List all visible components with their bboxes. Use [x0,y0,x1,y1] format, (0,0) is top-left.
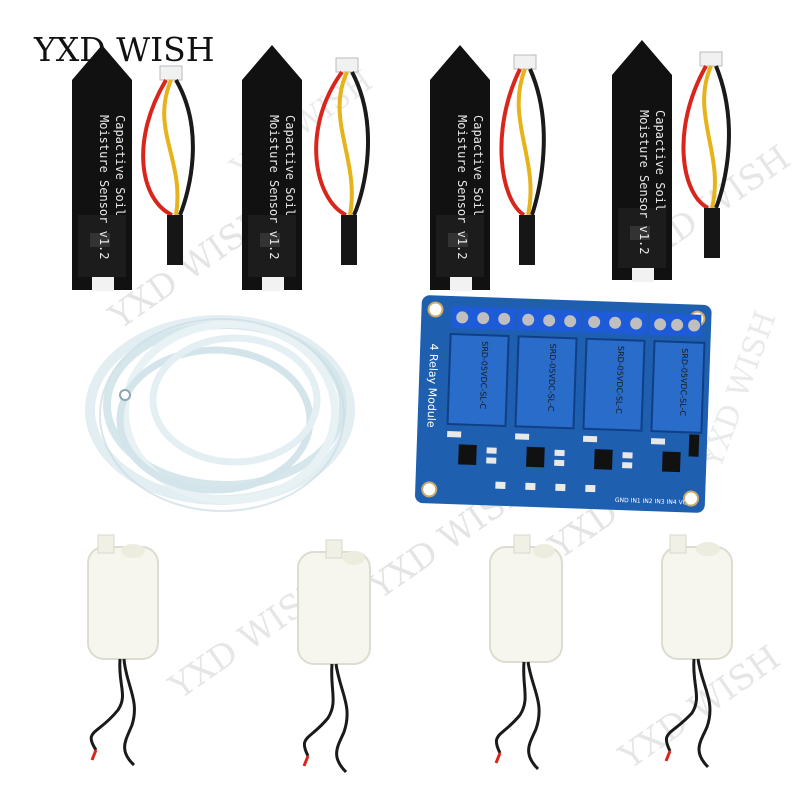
sensor-connector [632,268,654,282]
relay-model-text: SRD-05VDC-SL-C [546,343,557,412]
pump-outlet [97,534,115,554]
soil-sensor-group: Capactive Soil Moisture Sensor v1.2 Capa… [72,40,672,291]
sensor-connector [92,277,114,291]
cable-connector-bottom [704,208,720,258]
relay-module: SRD-05VDC-SL-C SRD-05VDC-SL-C SRD-05VDC-… [415,295,712,513]
sensor-chip [260,233,280,247]
terminal-blocks [450,306,702,337]
sensor-label: Capactive Soil Moisture Sensor v1.2 [267,115,297,260]
sensor-label-line2: Moisture Sensor v1.2 [267,115,281,260]
sensor-cable [499,54,546,265]
water-pump [87,534,159,767]
cable-connector-bottom [519,215,535,265]
pump-body [489,546,563,663]
sensor-cable [141,65,195,265]
soil-sensor: Capactive Soil Moisture Sensor v1.2 [612,40,672,282]
sensor-chip [90,233,110,247]
pump-body [87,546,159,660]
soil-sensor: Capactive Soil Moisture Sensor v1.2 [72,45,132,291]
sensor-chip [448,233,468,247]
cable-connector-bottom [341,215,357,265]
silicone-tube-coil [85,315,355,512]
soil-sensor: Capactive Soil Moisture Sensor v1.2 [430,45,490,291]
relay-model-text: SRD-05VDC-SL-C [478,341,489,410]
water-pump [489,534,563,771]
sensor-chip [630,226,650,240]
pump-outlet [669,534,687,554]
sensor-label-line2: Moisture Sensor v1.2 [97,115,111,260]
cable-connector-top [335,57,359,73]
sensor-label: Capactive Soil Moisture Sensor v1.2 [637,110,667,255]
pump-body [297,551,371,665]
relay-pin-header-label: GND IN1 IN2 IN3 IN4 VCC [615,497,691,507]
sensor-label-line2: Moisture Sensor v1.2 [455,115,469,260]
pump-body [661,546,733,660]
relay-block: SRD-05VDC-SL-C [582,337,646,432]
water-pump [297,539,371,774]
pump-outlet [513,534,531,554]
relay-block: SRD-05VDC-SL-C [650,340,706,434]
sensor-label-line1: Capactive Soil [113,115,127,216]
sensor-label-line1: Capactive Soil [471,115,485,216]
cable-connector-top [699,51,723,67]
relay-components [447,430,681,473]
relay-block: SRD-05VDC-SL-C [514,335,578,430]
relay-side-label: 4 Relay Module [424,343,440,428]
sensor-cable-group [141,51,731,265]
sensor-connector [450,277,472,291]
sensor-connector [262,277,284,291]
relay-block: SRD-05VDC-SL-C [446,332,510,428]
soil-sensor: Capactive Soil Moisture Sensor v1.2 [242,45,302,291]
sensor-cable [314,57,370,265]
cable-connector-bottom [167,215,183,265]
sensor-cable [681,51,731,258]
sensor-label: Capactive Soil Moisture Sensor v1.2 [97,115,127,260]
relay-model-text: SRD-05VDC-SL-C [678,348,689,417]
brand-logo: YXD WISH [34,30,215,69]
sensor-label-line1: Capactive Soil [653,110,667,211]
relay-model-text: SRD-05VDC-SL-C [614,346,625,415]
sensor-label: Capactive Soil Moisture Sensor v1.2 [455,115,485,260]
relay-leds [495,481,596,493]
tube-end [119,389,131,401]
water-pump [661,534,733,769]
cable-connector-top [513,54,537,70]
water-pump-group [87,534,733,774]
pump-outlet [325,539,343,559]
sensor-label-line2: Moisture Sensor v1.2 [637,110,651,255]
sensor-label-line1: Capactive Soil [283,115,297,216]
relay-jumper [688,434,700,457]
